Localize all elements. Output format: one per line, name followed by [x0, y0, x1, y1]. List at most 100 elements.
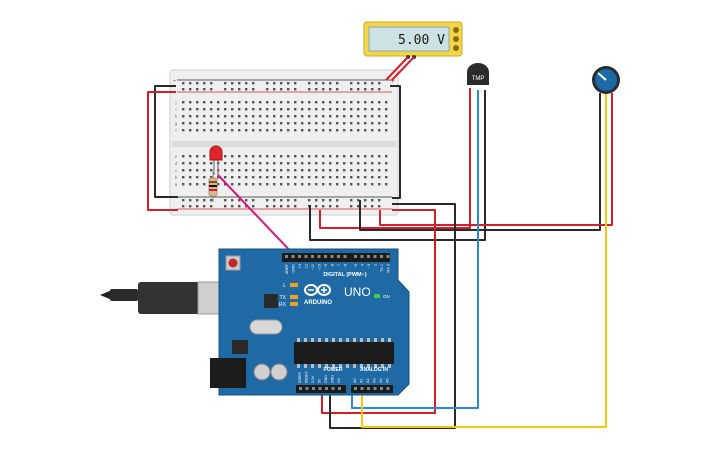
breadboard-hole[interactable] [266, 115, 269, 118]
breadboard-hole[interactable] [329, 129, 332, 132]
breadboard-hole[interactable] [357, 129, 360, 132]
breadboard-hole[interactable] [259, 108, 262, 111]
breadboard-hole[interactable] [280, 115, 283, 118]
breadboard-hole[interactable] [189, 101, 192, 104]
breadboard-hole[interactable] [259, 122, 262, 125]
rail-hole[interactable] [273, 88, 276, 91]
rail-hole[interactable] [203, 199, 206, 202]
rail-hole[interactable] [280, 199, 283, 202]
breadboard-hole[interactable] [371, 122, 374, 125]
rail-hole[interactable] [210, 82, 213, 85]
led[interactable] [209, 145, 223, 175]
breadboard-hole[interactable] [280, 162, 283, 165]
rail-hole[interactable] [308, 82, 311, 85]
wire-ground-to-pot[interactable] [359, 93, 601, 231]
rail-hole[interactable] [266, 199, 269, 202]
breadboard-hole[interactable] [357, 169, 360, 172]
breadboard-hole[interactable] [182, 169, 185, 172]
rail-hole[interactable] [189, 205, 192, 208]
breadboard-hole[interactable] [343, 169, 346, 172]
breadboard-hole[interactable] [287, 155, 290, 158]
rail-hole[interactable] [364, 82, 367, 85]
breadboard-hole[interactable] [315, 169, 318, 172]
rail-hole[interactable] [322, 82, 325, 85]
breadboard-hole[interactable] [238, 183, 241, 186]
breadboard-hole[interactable] [210, 162, 213, 165]
breadboard-hole[interactable] [203, 155, 206, 158]
breadboard-hole[interactable] [294, 115, 297, 118]
breadboard-hole[interactable] [301, 183, 304, 186]
rail-hole[interactable] [378, 88, 381, 91]
breadboard-hole[interactable] [371, 101, 374, 104]
breadboard-hole[interactable] [301, 108, 304, 111]
rail-hole[interactable] [364, 199, 367, 202]
breadboard-hole[interactable] [196, 101, 199, 104]
breadboard-hole[interactable] [266, 183, 269, 186]
rail-hole[interactable] [252, 82, 255, 85]
digital-pin[interactable] [386, 255, 390, 258]
breadboard-hole[interactable] [280, 122, 283, 125]
breadboard-hole[interactable] [378, 162, 381, 165]
breadboard-hole[interactable] [266, 169, 269, 172]
breadboard-hole[interactable] [287, 162, 290, 165]
breadboard-hole[interactable] [364, 162, 367, 165]
breadboard-hole[interactable] [357, 101, 360, 104]
breadboard-hole[interactable] [308, 169, 311, 172]
breadboard-hole[interactable] [203, 176, 206, 179]
breadboard-hole[interactable] [308, 108, 311, 111]
breadboard-hole[interactable] [357, 108, 360, 111]
breadboard-hole[interactable] [343, 108, 346, 111]
breadboard-hole[interactable] [182, 155, 185, 158]
breadboard-hole[interactable] [385, 155, 388, 158]
breadboard-hole[interactable] [287, 122, 290, 125]
breadboard-hole[interactable] [203, 183, 206, 186]
breadboard-hole[interactable] [322, 108, 325, 111]
breadboard-hole[interactable] [350, 169, 353, 172]
breadboard-hole[interactable] [224, 169, 227, 172]
breadboard-hole[interactable] [294, 129, 297, 132]
digital-pin[interactable] [367, 255, 370, 258]
breadboard-hole[interactable] [336, 101, 339, 104]
rail-hole[interactable] [189, 199, 192, 202]
breadboard-hole[interactable] [273, 122, 276, 125]
breadboard-hole[interactable] [266, 122, 269, 125]
breadboard-hole[interactable] [322, 122, 325, 125]
multimeter-terminal-c[interactable] [453, 45, 459, 51]
rail-hole[interactable] [224, 199, 227, 202]
breadboard-hole[interactable] [252, 129, 255, 132]
power-pin[interactable] [299, 387, 302, 390]
breadboard-hole[interactable] [336, 108, 339, 111]
breadboard-hole[interactable] [364, 169, 367, 172]
wire-left-power-loop[interactable] [147, 91, 178, 211]
breadboard-hole[interactable] [364, 101, 367, 104]
breadboard-hole[interactable] [294, 169, 297, 172]
rail-hole[interactable] [322, 205, 325, 208]
breadboard-hole[interactable] [336, 129, 339, 132]
power-pin[interactable] [338, 387, 341, 390]
rail-hole[interactable] [231, 82, 234, 85]
breadboard-hole[interactable] [259, 115, 262, 118]
breadboard-hole[interactable] [273, 162, 276, 165]
rail-hole[interactable] [245, 88, 248, 91]
rail-hole[interactable] [224, 82, 227, 85]
breadboard-hole[interactable] [308, 162, 311, 165]
breadboard-hole[interactable] [322, 115, 325, 118]
breadboard-hole[interactable] [301, 162, 304, 165]
breadboard-hole[interactable] [245, 101, 248, 104]
breadboard-hole[interactable] [315, 115, 318, 118]
breadboard-hole[interactable] [189, 183, 192, 186]
multimeter[interactable]: 5.00 V [363, 21, 463, 59]
breadboard-hole[interactable] [196, 183, 199, 186]
breadboard-hole[interactable] [238, 122, 241, 125]
breadboard-hole[interactable] [385, 115, 388, 118]
temperature-sensor[interactable]: TMP [467, 63, 489, 85]
rail-hole[interactable] [182, 88, 185, 91]
rail-hole[interactable] [336, 199, 339, 202]
breadboard-hole[interactable] [294, 176, 297, 179]
breadboard-hole[interactable] [280, 108, 283, 111]
breadboard-hole[interactable] [371, 162, 374, 165]
breadboard-hole[interactable] [378, 129, 381, 132]
breadboard-hole[interactable] [329, 169, 332, 172]
breadboard-hole[interactable] [280, 101, 283, 104]
rail-hole[interactable] [350, 199, 353, 202]
